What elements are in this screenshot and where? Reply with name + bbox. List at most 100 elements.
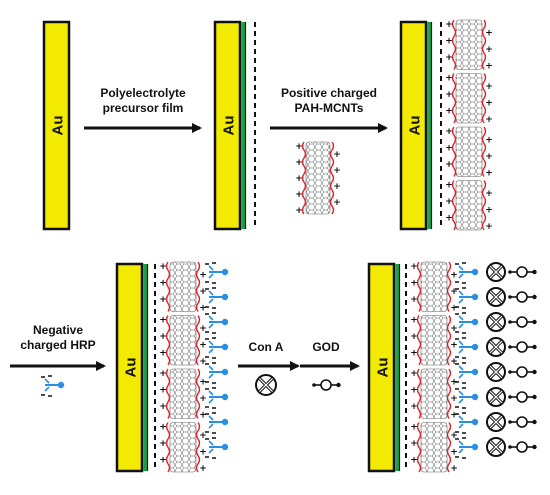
hrp-final-1	[455, 287, 479, 309]
svg-text:+: +	[410, 369, 418, 379]
svg-text:+: +	[159, 402, 167, 412]
hrp-layer-3	[205, 337, 229, 359]
electrode-step3-au-label: Au	[123, 358, 140, 378]
svg-text:+: +	[450, 464, 458, 474]
svg-text:+: +	[295, 174, 303, 184]
svg-text:+: +	[450, 324, 458, 334]
svg-text:+: +	[485, 45, 493, 55]
svg-text:+: +	[199, 464, 207, 474]
electrode-step1: Au	[213, 20, 247, 231]
electrode-bare-au-label: Au	[50, 116, 67, 136]
step3-label-line1: Negative	[33, 323, 83, 337]
svg-text:+: +	[445, 144, 453, 154]
step2-label-line2: PAH-MCNTs	[295, 101, 364, 115]
hrp-layer-5	[205, 387, 229, 409]
hrp-layer-0	[205, 262, 229, 284]
electrode-step1-au-label: Au	[221, 116, 238, 136]
svg-text:+: +	[199, 340, 207, 350]
electrode-bare: Au	[42, 20, 71, 231]
svg-text:+: +	[199, 447, 207, 457]
svg-text:+: +	[199, 431, 207, 441]
con-a-final-1	[486, 287, 506, 307]
god-final-0	[508, 266, 537, 278]
svg-text:+: +	[159, 386, 167, 396]
god-final-4	[508, 366, 537, 378]
svg-text:+: +	[410, 349, 418, 359]
god-final-5	[508, 391, 537, 403]
step2-label-line1: Positive charged	[281, 86, 377, 100]
svg-text:+: +	[159, 439, 167, 449]
svg-text:+: +	[410, 439, 418, 449]
svg-text:+: +	[333, 150, 341, 160]
hrp-final-5	[455, 387, 479, 409]
svg-text:+: +	[410, 279, 418, 289]
svg-text:+: +	[450, 447, 458, 457]
svg-text:+: +	[295, 190, 303, 200]
svg-text:+: +	[445, 197, 453, 207]
svg-text:+: +	[485, 28, 493, 38]
svg-text:+: +	[295, 158, 303, 168]
svg-text:+: +	[445, 74, 453, 84]
con-a-final-0	[486, 262, 506, 282]
hrp-final-2	[455, 312, 479, 334]
svg-text:+: +	[410, 402, 418, 412]
svg-text:+: +	[199, 394, 207, 404]
svg-text:+: +	[485, 82, 493, 92]
god-final-7	[508, 441, 537, 453]
step4-label: Con A	[249, 340, 284, 354]
con-a-final-6	[486, 412, 506, 432]
svg-text:+: +	[450, 357, 458, 367]
svg-text:+: +	[445, 127, 453, 137]
god-final-3	[508, 341, 537, 353]
svg-text:+: +	[445, 181, 453, 191]
cnt-layer-step3: ++++++++++++++++++++++++	[159, 261, 207, 474]
svg-text:+: +	[410, 316, 418, 326]
con-a-final-7	[486, 437, 506, 457]
svg-text:+: +	[199, 287, 207, 297]
hrp-final-4	[455, 362, 479, 384]
svg-text:+: +	[485, 189, 493, 199]
svg-text:+: +	[450, 340, 458, 350]
svg-text:+: +	[333, 166, 341, 176]
svg-text:+: +	[159, 423, 167, 433]
svg-text:+: +	[410, 386, 418, 396]
electrode-step3-green-film	[143, 264, 147, 471]
svg-text:+: +	[445, 20, 453, 30]
svg-text:+: +	[199, 303, 207, 313]
svg-text:+: +	[199, 324, 207, 334]
cnt-layer-final: ++++++++++++++++++++++++	[410, 261, 458, 474]
step1-label-line1: Polyelectrolyte	[100, 86, 186, 100]
svg-text:+: +	[410, 295, 418, 305]
svg-text:+: +	[485, 135, 493, 145]
svg-text:+: +	[450, 394, 458, 404]
svg-text:+: +	[159, 332, 167, 342]
svg-text:+: +	[445, 107, 453, 117]
step1-label-line2: precursor film	[103, 101, 184, 115]
svg-text:+: +	[485, 115, 493, 125]
god-final-1	[508, 291, 537, 303]
carbon-nanotube-icon: +++++++++	[295, 141, 341, 216]
svg-text:+: +	[159, 369, 167, 379]
svg-text:+: +	[485, 98, 493, 108]
svg-text:+: +	[410, 423, 418, 433]
svg-text:+: +	[450, 410, 458, 420]
svg-text:+: +	[450, 431, 458, 441]
hrp-layer-4	[205, 362, 229, 384]
hrp-final-0	[455, 262, 479, 284]
god-enzyme-icon	[312, 379, 341, 391]
svg-text:+: +	[159, 349, 167, 359]
hrp-enzyme-icon	[41, 375, 65, 397]
svg-text:+: +	[410, 262, 418, 272]
step3-label-line2: charged HRP	[20, 338, 95, 352]
electrode-step1-green-film	[241, 22, 245, 229]
svg-text:+: +	[295, 206, 303, 216]
hrp-final-7	[455, 437, 479, 459]
svg-text:+: +	[445, 160, 453, 170]
svg-text:+: +	[333, 182, 341, 192]
con-a-icon	[255, 374, 277, 396]
svg-text:+: +	[485, 152, 493, 162]
svg-text:+: +	[450, 303, 458, 313]
svg-text:+: +	[159, 316, 167, 326]
svg-text:+: +	[159, 456, 167, 466]
